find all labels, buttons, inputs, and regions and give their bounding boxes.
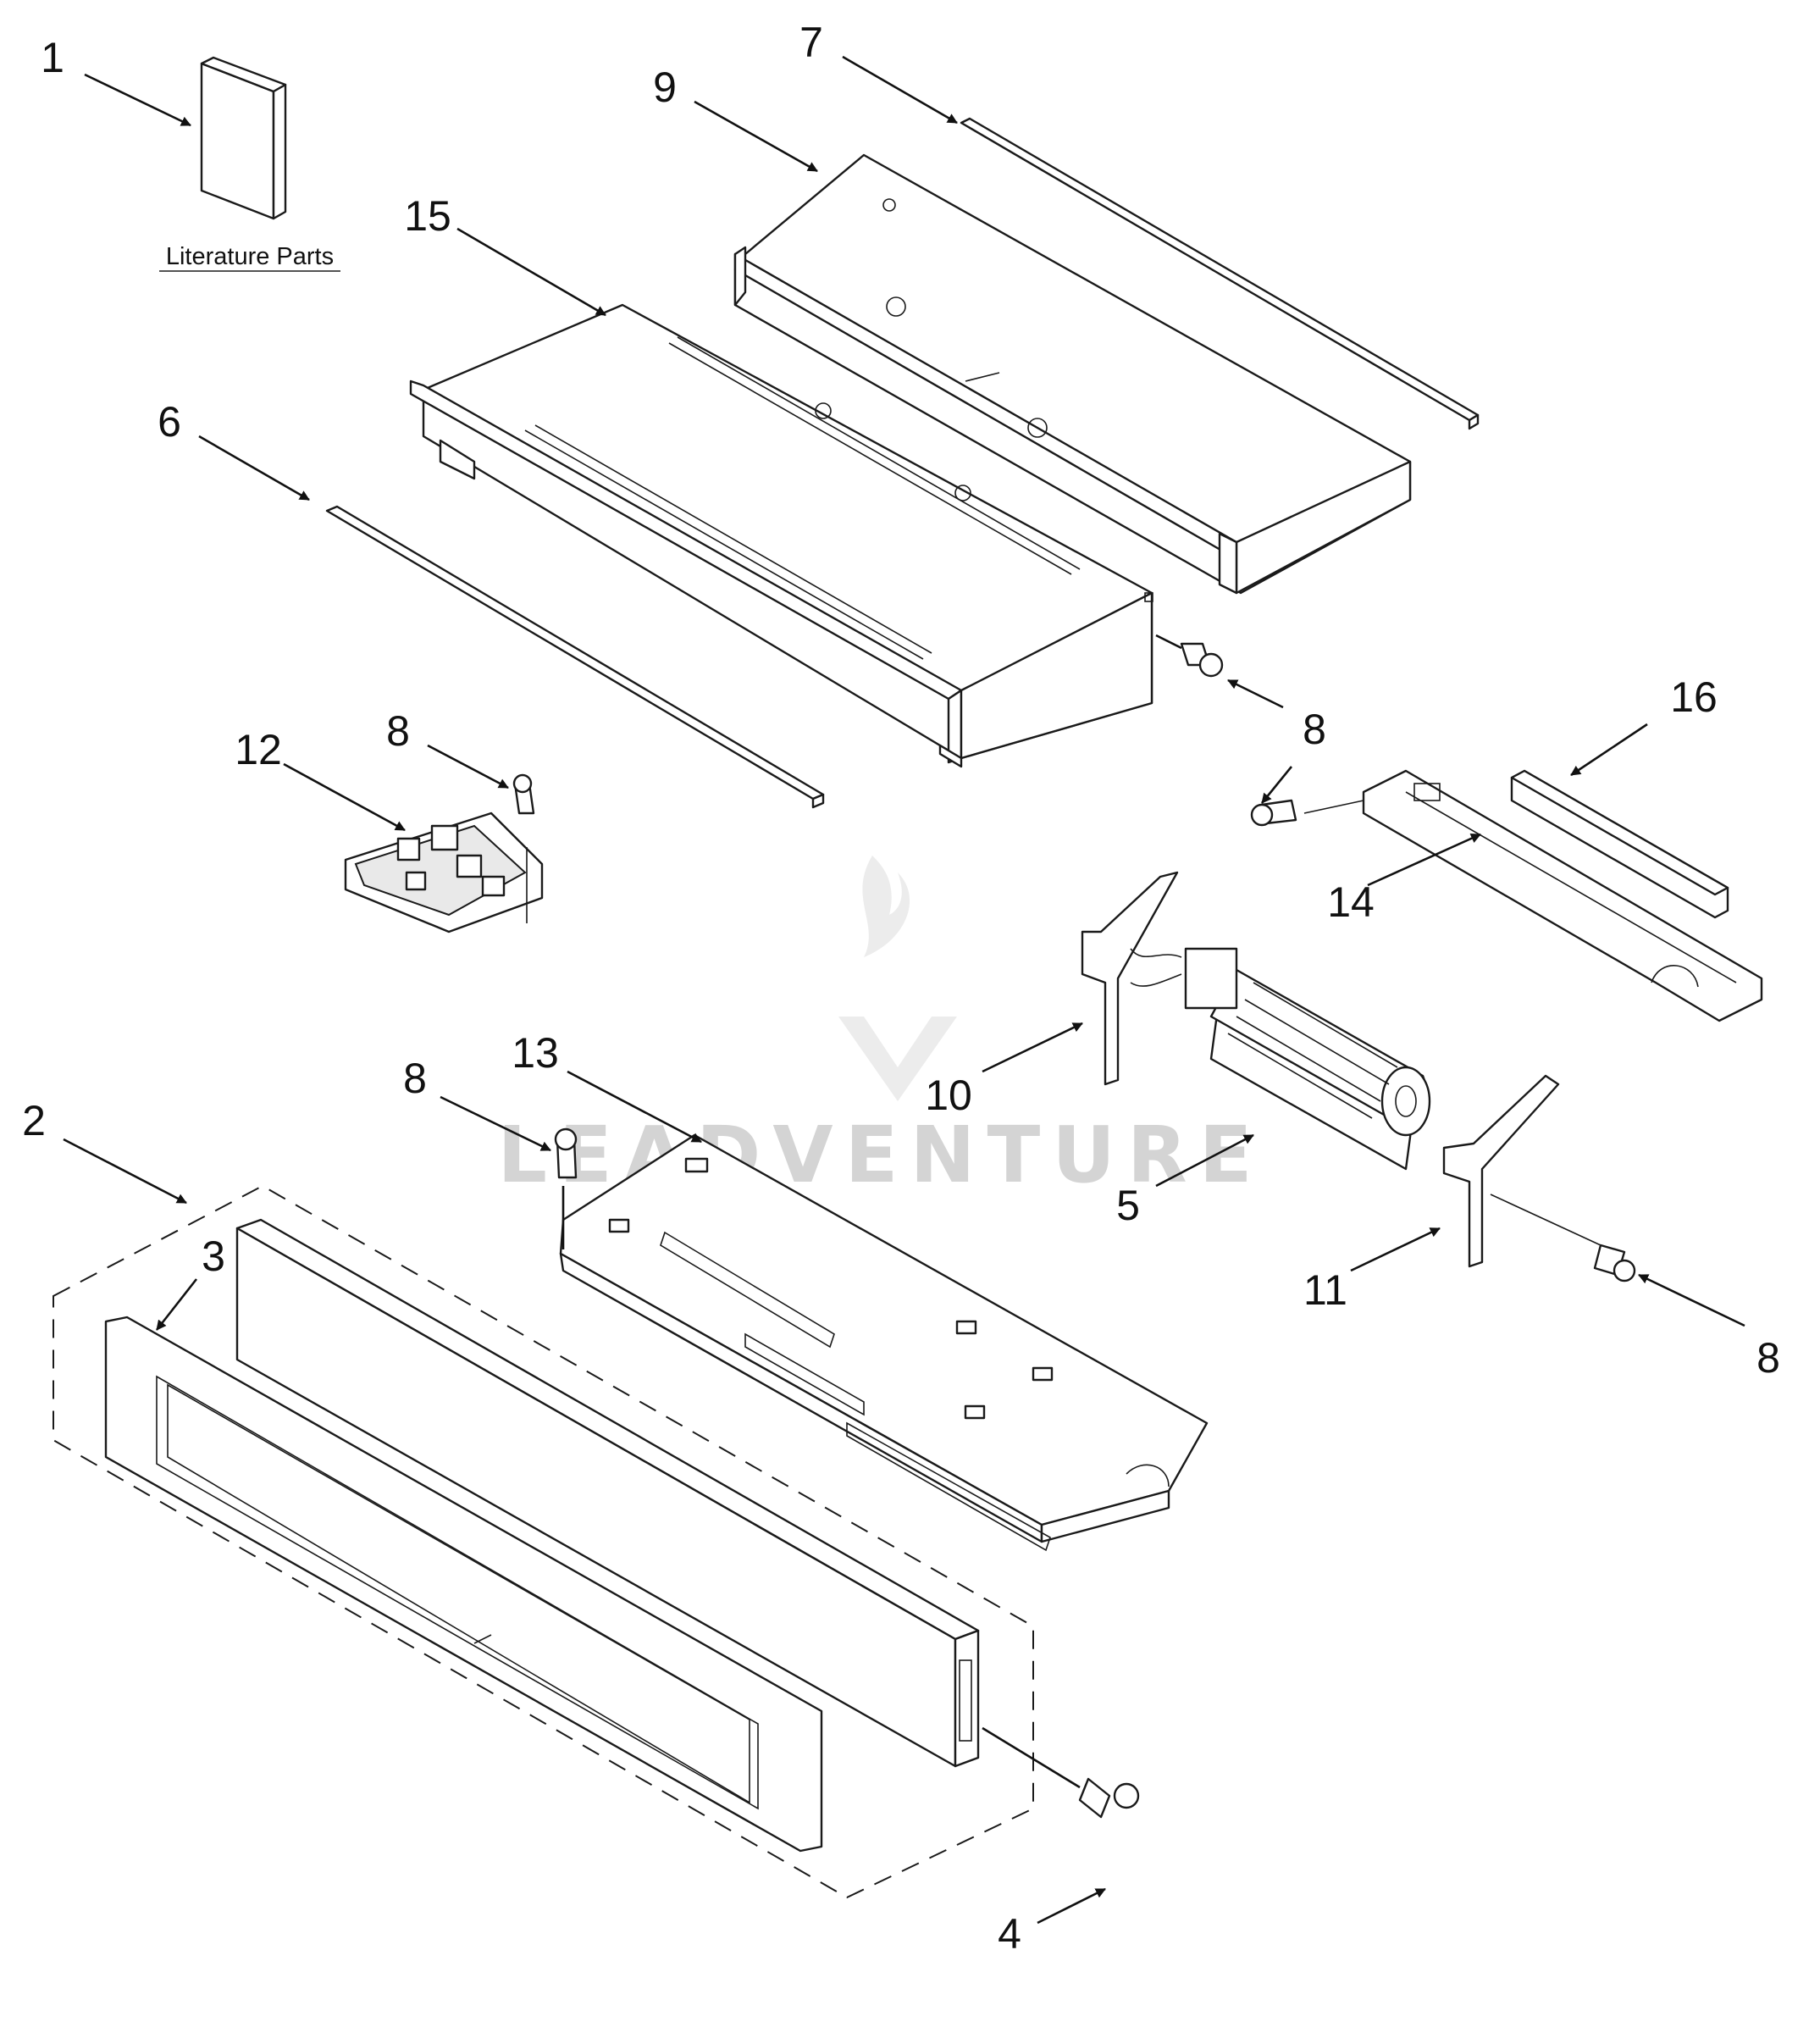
callout-15: 15 — [404, 192, 451, 240]
callout-9: 9 — [653, 64, 677, 111]
callout-arrow-7 — [842, 55, 958, 125]
bracket-part-11 — [1442, 1074, 1560, 1268]
watermark-text: LEADVENTURE — [497, 1110, 1264, 1200]
callout-5: 5 — [1116, 1182, 1140, 1229]
callout-1: 1 — [41, 34, 64, 81]
callout-arrow-15 — [456, 227, 606, 317]
screw-part-8-right — [1490, 1194, 1636, 1282]
front-panel-part-3 — [104, 1316, 823, 1853]
lower-panel-part-15 — [409, 303, 1153, 768]
callout-13: 13 — [512, 1029, 559, 1077]
callout-arrow-13 — [567, 1070, 702, 1144]
base-plate-part-13 — [559, 1133, 1209, 1552]
callout-11: 11 — [1303, 1266, 1347, 1314]
callout-arrow-1 — [84, 73, 191, 127]
bracket-part-14 — [1362, 769, 1763, 1022]
blower-fan-part-5 — [1130, 947, 1431, 1171]
callout-8-base: 8 — [403, 1055, 427, 1102]
literature-parts-label: Literature Parts — [166, 243, 334, 270]
callout-arrow-16 — [1570, 723, 1648, 777]
callout-arrow-8-base — [440, 1095, 551, 1152]
callout-arrow-9 — [694, 100, 818, 173]
callout-arrow-5 — [1155, 1133, 1254, 1188]
callout-arrow-8-bracket — [1260, 766, 1293, 804]
callout-16: 16 — [1670, 673, 1718, 721]
callout-arrow-3 — [155, 1278, 198, 1331]
callout-arrow-8-board — [427, 744, 509, 789]
callout-3: 3 — [202, 1233, 225, 1280]
screw-part-8-top — [1155, 634, 1224, 678]
strip-part-7 — [960, 117, 1480, 430]
callout-arrow-8-top — [1227, 679, 1284, 709]
callout-7: 7 — [799, 19, 823, 66]
callout-8-board: 8 — [386, 707, 410, 755]
callout-2: 2 — [22, 1097, 46, 1144]
callout-14: 14 — [1327, 878, 1375, 926]
callout-arrow-8-right — [1638, 1273, 1745, 1327]
callout-arrow-4 — [1037, 1887, 1106, 1925]
callout-arrow-10 — [982, 1022, 1083, 1073]
callout-10: 10 — [925, 1072, 972, 1119]
control-board-part-12 — [344, 773, 544, 933]
callout-8-top: 8 — [1303, 706, 1326, 753]
panel-back — [235, 1218, 980, 1768]
callout-arrow-11 — [1350, 1227, 1441, 1272]
callout-arrow-14 — [1367, 833, 1481, 887]
screw-part-8-bracket — [1250, 799, 1364, 827]
callout-8-right: 8 — [1756, 1334, 1780, 1382]
callout-arrow-12 — [283, 762, 406, 832]
callout-4: 4 — [998, 1910, 1021, 1958]
callout-6: 6 — [158, 398, 181, 446]
screw-part-8-base — [554, 1127, 578, 1249]
rod-part-6 — [325, 505, 825, 809]
upper-panel-part-9 — [733, 153, 1412, 595]
watermark-logo — [838, 856, 957, 1101]
literature-parts-book — [200, 56, 287, 220]
callout-arrow-2 — [63, 1138, 187, 1205]
bracket-part-10 — [1081, 871, 1179, 1086]
screw-part-4 — [982, 1726, 1140, 1819]
callout-arrow-6 — [198, 435, 310, 501]
bar-part-16 — [1510, 769, 1729, 919]
callout-12: 12 — [235, 726, 282, 773]
